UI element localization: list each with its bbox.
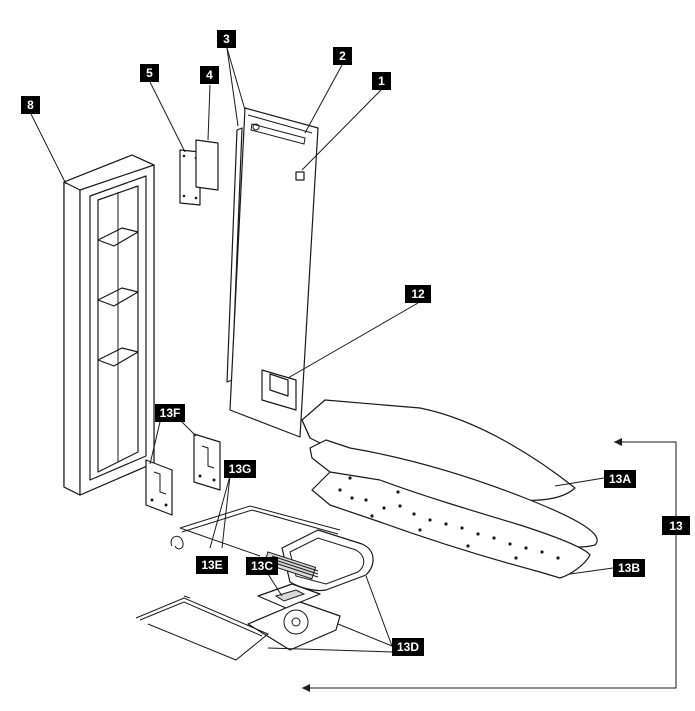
callout-12: 12 [405, 285, 431, 303]
svg-text:13G: 13G [229, 462, 252, 476]
board-hole [348, 476, 352, 480]
callout-1: 1 [372, 72, 391, 90]
callout-8: 8 [21, 96, 40, 114]
part-13F-hinge-plate-left [145, 459, 173, 516]
svg-text:1: 1 [378, 74, 385, 88]
callout-5: 5 [140, 64, 159, 82]
svg-text:13A: 13A [609, 472, 631, 486]
part-13F-hinge-plate-right [193, 433, 221, 491]
board-hole [460, 526, 464, 530]
board-hole [508, 542, 512, 546]
board-hole [466, 544, 470, 548]
callout-13A: 13A [604, 470, 636, 488]
board-hole [412, 512, 416, 516]
callout-13: 13 [662, 516, 690, 535]
part-13B-board-base [311, 471, 591, 579]
board-hole [350, 496, 354, 500]
board-hole [428, 518, 432, 522]
board-hole [370, 514, 374, 518]
svg-text:12: 12 [411, 287, 425, 301]
board-hole [444, 522, 448, 526]
part-2-hanger [250, 123, 306, 145]
leader-lines [30, 47, 677, 692]
board-hole [540, 550, 544, 554]
svg-text:13: 13 [669, 519, 683, 533]
svg-text:13E: 13E [201, 558, 222, 572]
svg-text:13F: 13F [160, 406, 181, 420]
part-13C-slide-plate [257, 583, 321, 609]
board-hole [492, 536, 496, 540]
board-hole [476, 532, 480, 536]
board-hole [524, 546, 528, 550]
callout-2: 2 [333, 47, 352, 65]
callout-13G: 13G [224, 460, 256, 478]
part-4-plate [195, 139, 219, 191]
board-hole [396, 490, 400, 494]
part-8-cabinet [63, 154, 155, 496]
leg-base-frame [135, 595, 269, 661]
svg-text:4: 4 [206, 68, 213, 82]
svg-text:2: 2 [339, 49, 346, 63]
svg-text:13B: 13B [618, 561, 640, 575]
board-hole [382, 506, 386, 510]
part-13D-swivel-frame [263, 529, 374, 592]
board-hole [338, 488, 342, 492]
part-1-clip [295, 171, 305, 181]
callout-4: 4 [200, 66, 219, 84]
svg-text:13D: 13D [397, 640, 419, 654]
callout-13D: 13D [392, 638, 424, 656]
svg-text:13C: 13C [251, 559, 273, 573]
part-13E-leg-frame [170, 505, 341, 557]
board-hole [514, 556, 518, 560]
callout-13C: 13C [246, 557, 278, 575]
callout-13B: 13B [613, 559, 645, 577]
callout-13F: 13F [155, 404, 185, 422]
board-hole [398, 504, 402, 508]
spring [170, 535, 184, 550]
callout-13E: 13E [196, 556, 228, 574]
callout-3: 3 [217, 30, 236, 48]
board-hole [418, 528, 422, 532]
callout-labels: 1 2 3 4 5 8 12 13 13A 13B 13C 13D 13E 13… [21, 30, 690, 656]
svg-text:5: 5 [146, 66, 153, 80]
part-13D-disk-plate [247, 601, 341, 651]
back-panel [229, 107, 319, 438]
board-hole [364, 498, 368, 502]
svg-text:3: 3 [223, 32, 230, 46]
svg-text:8: 8 [27, 98, 34, 112]
board-hole [556, 556, 560, 560]
